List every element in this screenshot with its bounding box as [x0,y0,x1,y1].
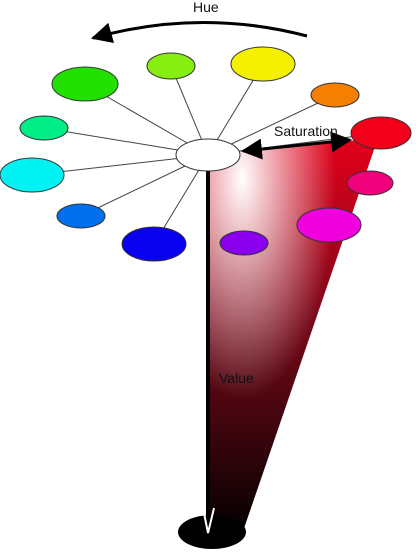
hue-swatch-spring-green [19,115,69,141]
hue-swatch-orange [310,82,360,108]
hue-swatch-magenta [296,207,362,243]
hue-arrow [90,20,308,44]
hue-swatch-cyan [0,157,65,193]
hue-label: Hue [193,0,219,15]
hue-swatch-pink [346,170,394,196]
value-label: Value [219,370,254,386]
value-cone-highlight [208,138,378,540]
hue-swatches [0,46,412,262]
hue-swatch-yellow-green [146,52,196,80]
black-point [178,515,246,549]
hue-swatch-green [51,66,119,102]
saturation-label: Saturation [274,123,338,139]
value-arrow-head [202,507,215,534]
hue-swatch-red [350,116,412,150]
white-center [175,138,241,172]
hue-swatch-yellow [230,46,296,82]
saturation-arrow [240,131,353,160]
hue-swatch-azure [56,203,106,229]
hue-swatch-violet [219,230,269,256]
hue-swatch-blue [121,226,187,262]
